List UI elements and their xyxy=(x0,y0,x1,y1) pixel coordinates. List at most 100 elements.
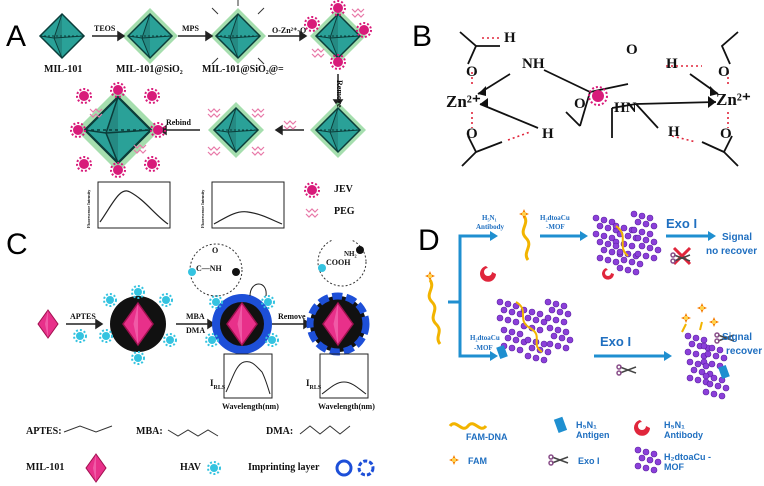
antibody-icon-top-2 xyxy=(602,268,614,280)
small-peg-transfer xyxy=(283,120,297,130)
legend-antigen: H₅N₁ Antigen xyxy=(576,420,610,440)
rebound-crystal xyxy=(70,82,166,178)
label-mil101-sio2-func: MIL-101@SiO₂@= xyxy=(202,64,284,75)
legend-exo: Exo I xyxy=(578,456,600,466)
legend-antigen-icon xyxy=(553,416,568,433)
rls-ylabel-left: IRLS xyxy=(210,378,225,391)
group-h3: H xyxy=(666,56,678,72)
formula-mba-label: MBA: xyxy=(136,426,163,437)
group-cooh: COOH xyxy=(326,258,351,267)
legend-fam-icon xyxy=(449,455,459,465)
panel-c-label: C xyxy=(6,228,28,261)
fluorescence-plot-right xyxy=(211,181,285,229)
mil101-sio2-crystal xyxy=(122,8,178,64)
signal-yes-1: Signal xyxy=(722,332,753,343)
legend-jev: JEV xyxy=(334,184,353,195)
group-o4: O xyxy=(718,64,730,80)
scissors-bottom xyxy=(616,364,637,376)
start-fam-icon xyxy=(425,271,435,281)
step-aptes: APTES xyxy=(70,312,96,321)
panel-b-diagram xyxy=(459,31,739,167)
legend-famdna: FAM-DNA xyxy=(466,432,508,442)
step-rebind: Rebind xyxy=(166,118,191,127)
mil101-pink-gem xyxy=(37,309,59,339)
group-o: O xyxy=(212,246,219,255)
legend-famdna-icon xyxy=(448,422,488,430)
jev-legend-icon xyxy=(304,182,320,198)
group-h1: H xyxy=(504,30,516,46)
legend-hav-icon xyxy=(207,461,221,475)
legend-mil101-c: MIL-101 xyxy=(26,462,65,473)
legend-fam: FAM xyxy=(468,456,487,466)
step-remove-c: Remove xyxy=(278,312,306,321)
legend-hav: HAV xyxy=(180,462,201,473)
rls-ylabel-right-sub: RLS xyxy=(309,384,322,391)
zoom-circle-right xyxy=(317,240,367,287)
formula-structures xyxy=(63,425,351,437)
mil101-crystal xyxy=(39,13,85,59)
exo-x-mark xyxy=(672,246,692,266)
hav-reagent-icon xyxy=(73,329,87,343)
panel-d-diagram xyxy=(425,209,735,474)
group-hn: HN xyxy=(614,100,637,116)
imprinted-crystal-with-jev xyxy=(304,0,372,70)
group-nh: NH xyxy=(522,56,545,72)
signal-no-2: no recover xyxy=(706,246,758,257)
group-nh2: NH₂ xyxy=(344,250,357,258)
jev-center-icon xyxy=(588,86,608,106)
template-removed-particle xyxy=(306,292,370,356)
top-fam-icon xyxy=(519,209,529,219)
cavity-crystal xyxy=(207,102,265,158)
imprinted-particle xyxy=(205,283,279,354)
legend-antibody: H₅N₁ Antibody xyxy=(664,420,703,440)
group-h4: H xyxy=(668,124,680,140)
panel-d-label: D xyxy=(418,224,440,257)
signal-yes-2: recover xyxy=(726,346,763,357)
top-reagent-mof-2: -MOF xyxy=(546,223,565,231)
group-c-nh: C—NH xyxy=(196,264,222,273)
legend-exo-icon xyxy=(548,454,569,466)
top-reagent-antibody: Antibody xyxy=(476,223,505,231)
group-o5: O xyxy=(720,126,732,142)
label-mil101-sio2: MIL-101@SiO₂ xyxy=(116,64,183,75)
legend-imprinting-layer: Imprinting layer xyxy=(248,462,320,473)
panel-a-diagram xyxy=(39,0,372,229)
rls-ylabel-right-main: I xyxy=(306,378,310,388)
step-teos: TEOS xyxy=(94,24,116,33)
start-fam-dna xyxy=(427,279,442,345)
antibody-icon-top xyxy=(480,266,496,282)
zinc-reagent: O-Zn²⁺-O xyxy=(272,26,307,35)
zn-right: Zn²⁺ xyxy=(716,90,751,109)
bottom-reagent-mof-2: -MOF xyxy=(474,344,493,352)
top-dna xyxy=(521,215,531,261)
step-remove: Remove xyxy=(335,80,344,108)
rls-xlabel-left: Wavelength(nm) xyxy=(222,402,279,411)
rls-ylabel-left-sub: RLS xyxy=(213,384,226,391)
top-reagent-h5n1: H₅N₁ xyxy=(482,214,497,222)
mof-top xyxy=(592,210,662,276)
plot-right-ylabel: Fluorescence Intensity xyxy=(200,189,205,228)
formula-dma-label: DMA: xyxy=(266,426,294,437)
group-o1: O xyxy=(466,64,478,80)
formula-aptes-label: APTES: xyxy=(26,426,62,437)
legend-imprinting-ring-icon xyxy=(335,459,353,477)
step-dma: DMA xyxy=(186,326,206,335)
top-reagent-mof: H₂dtoaCu xyxy=(540,214,570,222)
fluorescence-plot-left xyxy=(97,181,171,229)
bottom-reagent-mof: H₂dtoaCu xyxy=(470,334,500,342)
exo-top: Exo I xyxy=(666,216,698,231)
signal-no-1: Signal xyxy=(722,232,753,243)
exo-bottom: Exo I xyxy=(600,334,632,349)
panel-a-label: A xyxy=(6,20,27,53)
legend-mil101-icon xyxy=(85,453,107,483)
plot-left-ylabel: Fluorescence Intensity xyxy=(86,189,91,228)
peg-legend-icon xyxy=(305,208,319,218)
group-o6: O xyxy=(574,96,586,112)
step-mps: MPS xyxy=(182,24,199,33)
rls-plot-left xyxy=(223,353,273,399)
legend-mof: H₂dtoaCu -MOF xyxy=(664,452,711,472)
mil101-sio2-functionalized-crystal xyxy=(210,0,266,72)
group-o3: O xyxy=(626,42,638,58)
step-mba: MBA xyxy=(186,312,205,321)
legend-imprinting-gear-icon xyxy=(357,459,375,477)
